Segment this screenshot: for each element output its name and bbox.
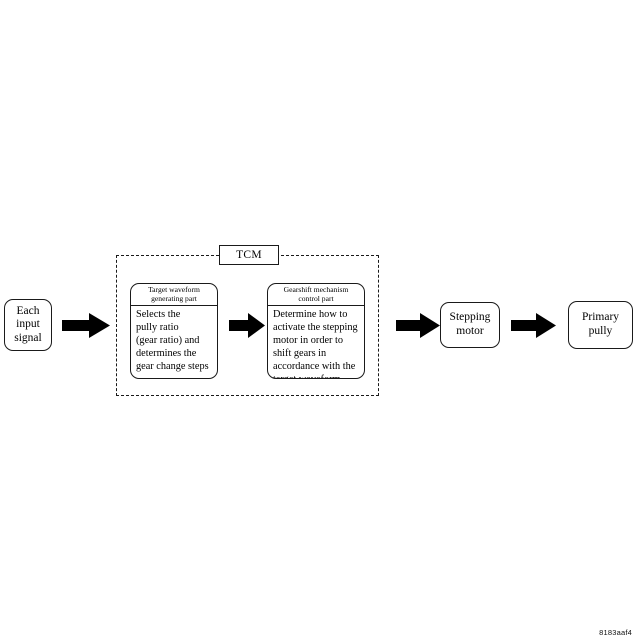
node-stepping-motor[interactable]: Stepping motor [440,302,500,348]
arrow-tcm-to-stepping-motor [396,313,440,338]
arrow-input-to-tcm [62,313,110,338]
arrow-motor-to-pully [511,313,556,338]
tcm-label-text: TCM [236,249,262,261]
node-each-input-signal-label: Each input signal [14,304,42,344]
gearshift-part-header: Gearshift mechanism control part [268,284,364,307]
node-stepping-motor-label: Stepping motor [449,311,491,337]
arrow-waveform-to-gearshift [229,313,265,338]
tcm-label: TCM [219,245,279,265]
target-waveform-part-body: Selects the pully ratio (gear ratio) and… [136,309,209,372]
node-primary-pully[interactable]: Primary pully [568,301,633,349]
node-target-waveform-generating-part[interactable]: Target waveform generating part Selects … [130,283,218,379]
node-gearshift-mechanism-control-part[interactable]: Gearshift mechanism control part Determi… [267,283,365,379]
target-waveform-part-header: Target waveform generating part [131,284,217,307]
node-each-input-signal[interactable]: Each input signal [4,299,52,351]
figure-code: 8183aaf4 [599,628,632,637]
node-primary-pully-label: Primary pully [581,311,620,337]
gearshift-part-body: Determine how to activate the stepping m… [273,309,358,378]
